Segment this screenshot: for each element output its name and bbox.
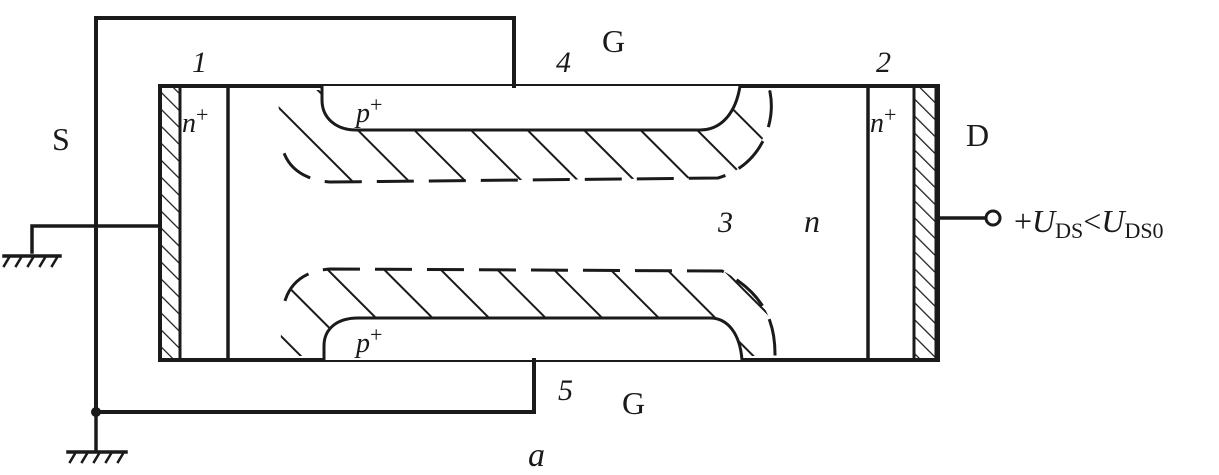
ground-symbol-gate <box>66 450 128 464</box>
label-n-plus-right: n+ <box>870 102 896 139</box>
top-p-plus-region <box>320 85 742 132</box>
source-wire <box>30 224 162 254</box>
caption: a <box>528 437 545 474</box>
drain-terminal <box>984 209 1002 227</box>
drain-contact <box>912 84 938 362</box>
source-contact <box>158 84 182 362</box>
label-source: S <box>52 121 70 157</box>
label-num-5: 5 <box>558 374 573 407</box>
label-gate-bottom: G <box>622 385 645 421</box>
bottom-p-plus-region <box>322 316 744 361</box>
label-num-3: 3 <box>717 206 733 239</box>
label-n-region: n <box>804 203 820 239</box>
label-gate-top: G <box>602 23 625 59</box>
label-p-plus-bottom: p+ <box>354 322 382 359</box>
label-num-1: 1 <box>192 46 207 79</box>
label-drain: D <box>966 117 989 153</box>
gate-wire-top <box>94 16 536 414</box>
label-num-2: 2 <box>876 46 891 79</box>
ground-symbol-source <box>2 254 62 268</box>
voltage-expression: +UDS<UDS0 <box>1014 203 1164 243</box>
label-num-4: 4 <box>556 46 571 79</box>
label-n-plus-left: n+ <box>182 102 208 139</box>
label-p-plus-top: p+ <box>354 92 382 129</box>
